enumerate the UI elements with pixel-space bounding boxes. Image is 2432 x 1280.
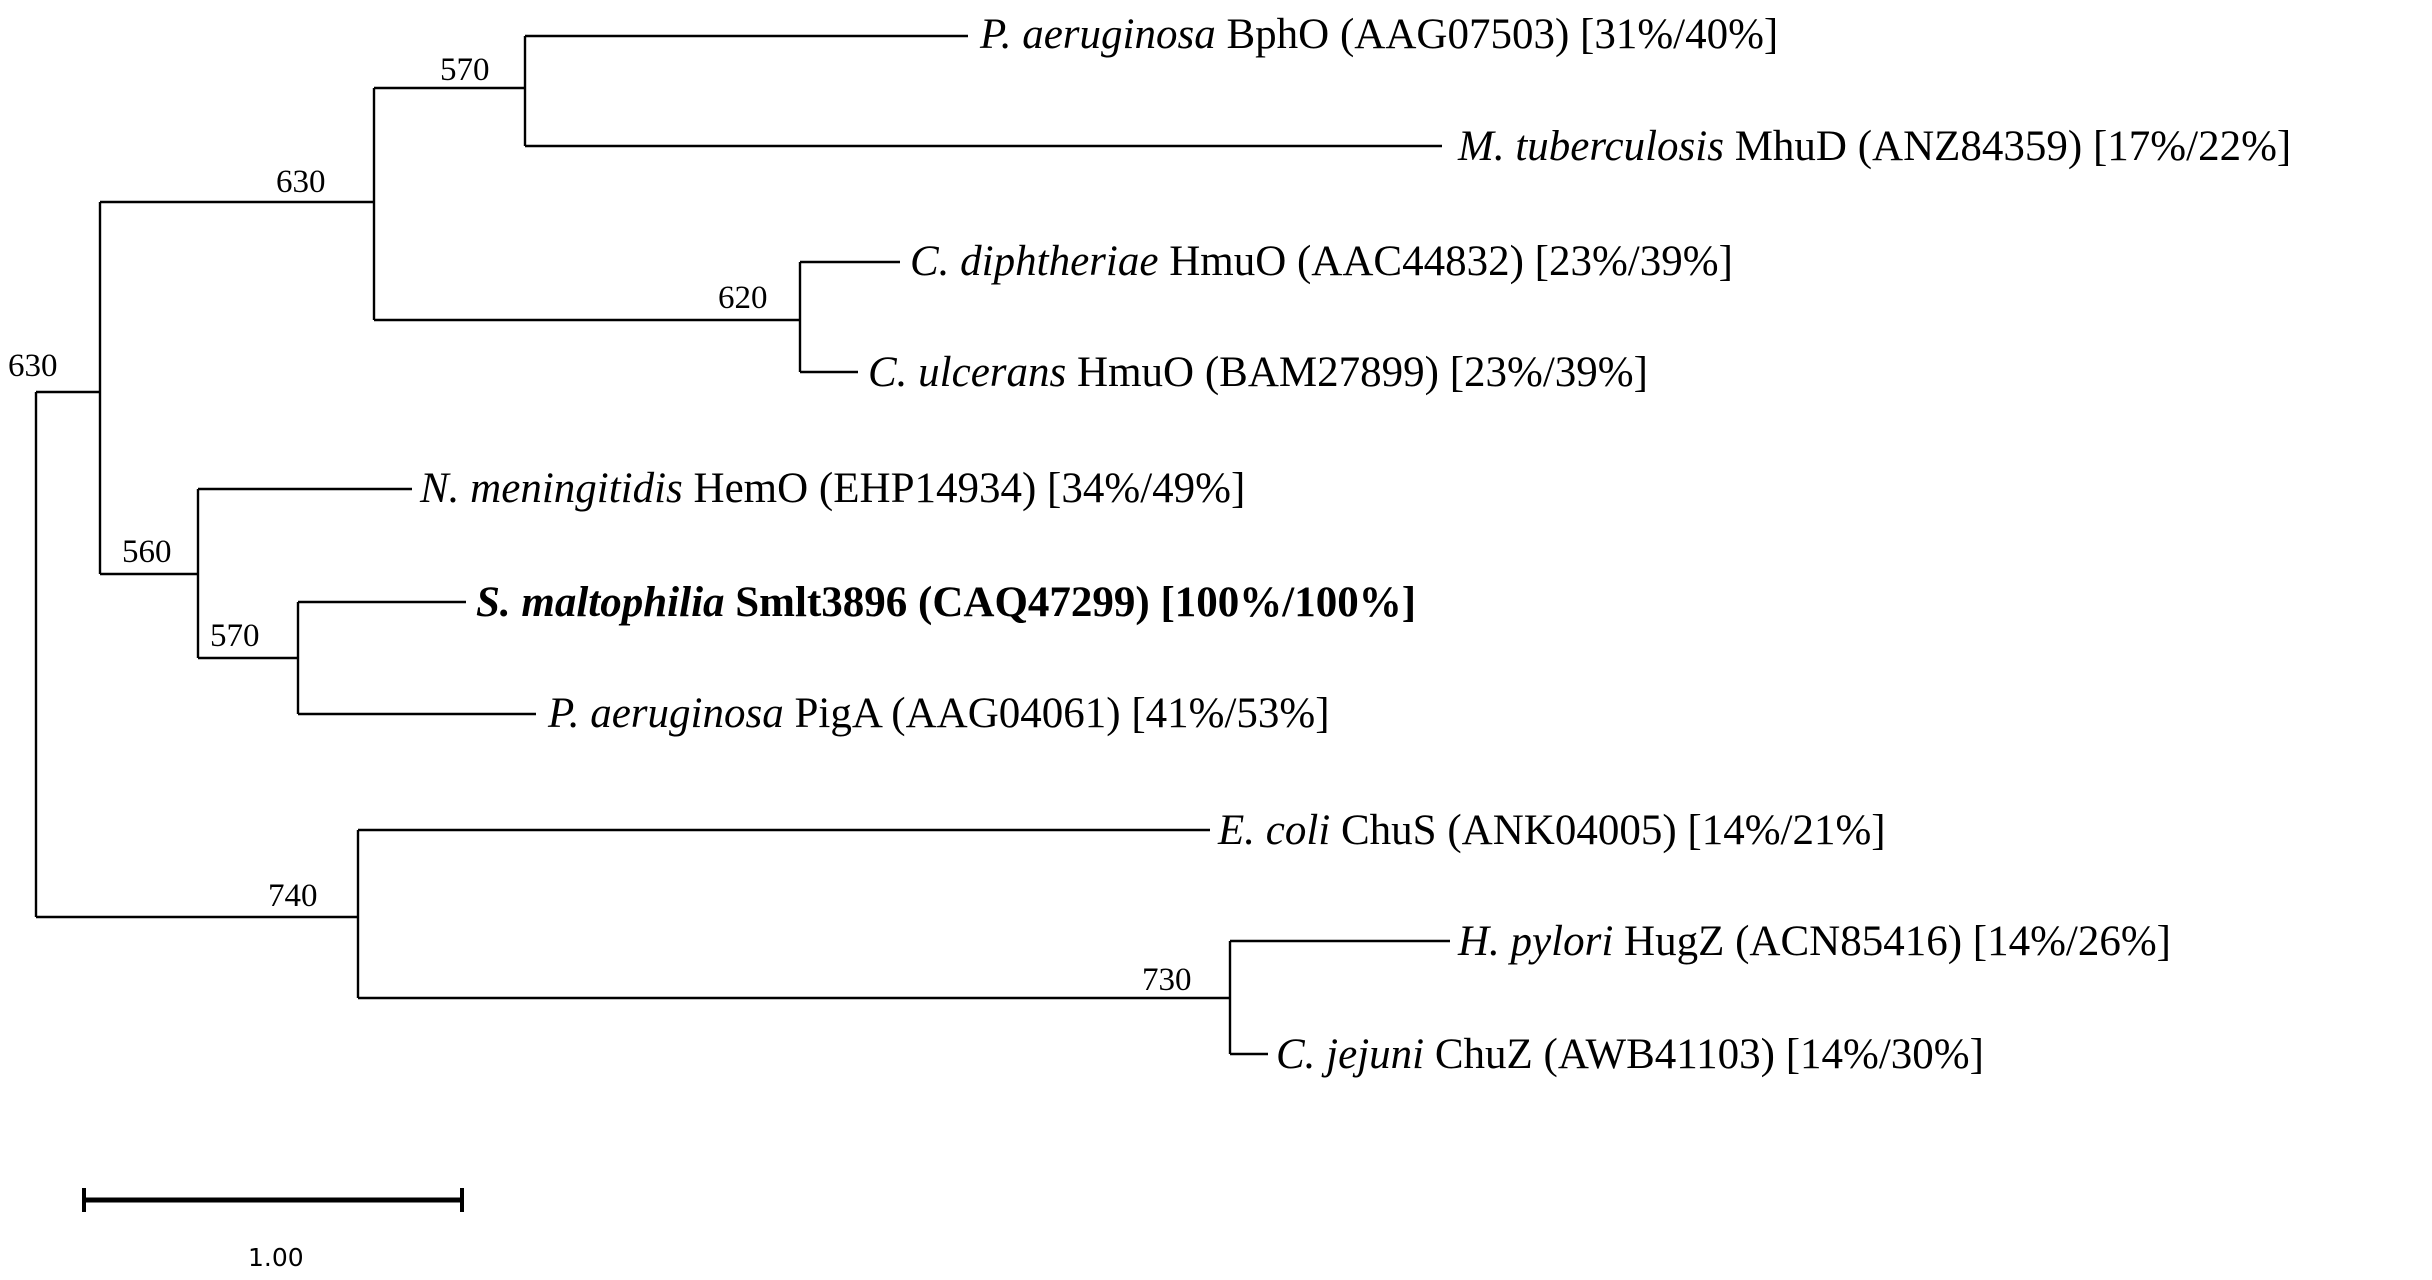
leaf-label-piga: P. aeruginosa PigA (AAG04061) [41%/53%] bbox=[547, 690, 1330, 737]
leaf-label-hemo: N. meningitidis HemO (EHP14934) [34%/49%… bbox=[419, 465, 1245, 512]
bootstrap-740: 740 bbox=[268, 878, 318, 914]
leaf-label-chuz: C. jejuni ChuZ (AWB41103) [14%/30%] bbox=[1276, 1031, 1984, 1078]
leaf-label-hmuo-cu: C. ulcerans HmuO (BAM27899) [23%/39%] bbox=[868, 349, 1648, 396]
scale-bar-label: 1.00 bbox=[248, 1243, 304, 1272]
leaf-label-hmuo-cd: C. diphtheriae HmuO (AAC44832) [23%/39%] bbox=[910, 238, 1733, 285]
bootstrap-620: 620 bbox=[718, 280, 768, 316]
leaf-labels: P. aeruginosa BphO (AAG07503) [31%/40%] … bbox=[419, 11, 2291, 1078]
bootstrap-730: 730 bbox=[1142, 962, 1192, 998]
leaf-label-mhud: M. tuberculosis MhuD (ANZ84359) [17%/22%… bbox=[1457, 123, 2291, 170]
bootstrap-630-upper: 630 bbox=[276, 164, 326, 200]
bootstrap-570-lower: 570 bbox=[210, 618, 260, 654]
tree-branches bbox=[34, 34, 1450, 1056]
scale-bar: 1.00 bbox=[82, 1188, 464, 1272]
bootstrap-root: 630 bbox=[8, 348, 58, 384]
leaf-label-smlt3896: S. maltophilia Smlt3896 (CAQ47299) [100%… bbox=[476, 579, 1416, 626]
leaf-label-hugz: H. pylori HugZ (ACN85416) [14%/26%] bbox=[1457, 918, 2171, 965]
leaf-label-bpho: P. aeruginosa BphO (AAG07503) [31%/40%] bbox=[979, 11, 1778, 58]
bootstrap-560: 560 bbox=[122, 534, 172, 570]
leaf-label-chus: E. coli ChuS (ANK04005) [14%/21%] bbox=[1217, 807, 1886, 854]
bootstrap-570-upper: 570 bbox=[440, 52, 490, 88]
bootstrap-values: 630 630 570 620 560 570 740 730 bbox=[8, 52, 1192, 998]
